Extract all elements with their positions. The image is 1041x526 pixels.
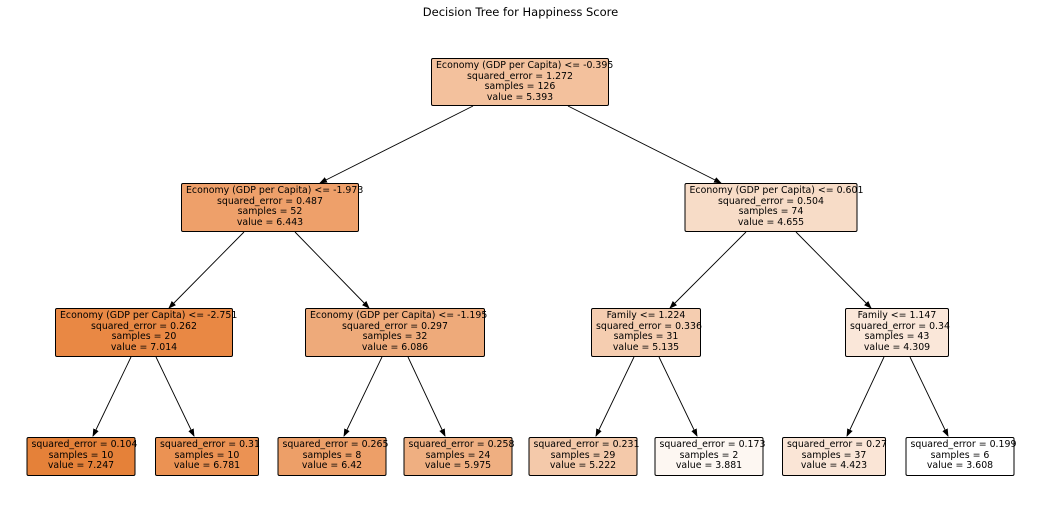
node-value-label: value = 6.781 xyxy=(173,460,241,472)
tree-leaf: squared_error = 0.231 samples = 29 value… xyxy=(528,437,640,476)
node-value-label: value = 5.222 xyxy=(549,460,617,472)
node-samples-label: samples = 24 xyxy=(425,449,491,461)
node-split-label: Economy (GDP per Capita) <= -2.751 xyxy=(60,310,238,321)
node-split-label: Economy (GDP per Capita) <= -1.195 xyxy=(310,310,488,321)
tree-leaf: squared_error = 0.199 samples = 6 value … xyxy=(905,437,1017,476)
tree-leaf: squared_error = 0.258 samples = 24 value… xyxy=(403,437,515,476)
node-samples-label: samples = 20 xyxy=(111,331,177,343)
node-split-label: Economy (GDP per Capita) <= -0.395 xyxy=(436,60,614,71)
node-split-label: Economy (GDP per Capita) <= -1.973 xyxy=(186,185,364,196)
tree-leaf: squared_error = 0.104 samples = 10 value… xyxy=(26,437,138,476)
tree-node: Economy (GDP per Capita) <= -2.751 squar… xyxy=(55,308,238,357)
node-value-label: value = 4.655 xyxy=(737,216,805,228)
edge-n3-n8 xyxy=(155,356,195,437)
node-error-label: squared_error = 0.199 xyxy=(910,439,1017,450)
edge-n0-n1 xyxy=(319,105,474,184)
node-samples-label: samples = 32 xyxy=(362,331,428,343)
node-split-label: Family <= 1.147 xyxy=(857,310,937,321)
node-error-label: squared_error = 0.297 xyxy=(342,320,448,332)
node-error-label: squared_error = 0.265 xyxy=(282,439,389,450)
node-error-label: squared_error = 0.104 xyxy=(31,439,138,450)
edge-n1-n3 xyxy=(168,231,245,309)
node-value-label: value = 6.443 xyxy=(236,216,304,228)
node-samples-label: samples = 10 xyxy=(174,449,240,461)
edge-n2-n6 xyxy=(795,231,872,309)
node-samples-label: samples = 37 xyxy=(801,449,867,461)
tree-node: Family <= 1.147 squared_error = 0.34 sam… xyxy=(845,308,950,357)
edge-n6-n13 xyxy=(846,356,885,437)
node-value-label: value = 6.42 xyxy=(301,460,363,472)
edge-n0-n2 xyxy=(567,105,722,184)
node-samples-label: samples = 29 xyxy=(550,449,616,461)
tree-node: Economy (GDP per Capita) <= 0.601 square… xyxy=(684,183,864,232)
tree-node: Economy (GDP per Capita) <= -1.195 squar… xyxy=(305,308,488,357)
edge-n4-n10 xyxy=(407,356,446,437)
node-value-label: value = 3.881 xyxy=(675,460,743,472)
node-error-label: squared_error = 0.487 xyxy=(217,195,323,207)
node-error-label: squared_error = 0.27 xyxy=(787,439,887,450)
node-samples-label: samples = 126 xyxy=(484,81,556,93)
tree-leaf: squared_error = 0.27 samples = 37 value … xyxy=(782,437,887,476)
node-error-label: squared_error = 0.231 xyxy=(533,439,640,450)
edge-n4-n9 xyxy=(343,356,383,437)
node-samples-label: samples = 52 xyxy=(237,206,303,218)
node-split-label: Family <= 1.224 xyxy=(606,310,686,321)
node-value-label: value = 7.247 xyxy=(47,460,115,472)
node-samples-label: samples = 10 xyxy=(48,449,114,461)
node-error-label: squared_error = 0.34 xyxy=(850,320,950,332)
node-error-label: squared_error = 0.258 xyxy=(408,439,515,450)
node-value-label: value = 5.975 xyxy=(424,460,492,472)
node-value-label: value = 7.014 xyxy=(110,341,178,353)
tree-leaf: squared_error = 0.265 samples = 8 value … xyxy=(277,437,389,476)
node-error-label: squared_error = 0.504 xyxy=(718,195,824,207)
node-samples-label: samples = 43 xyxy=(864,331,930,343)
node-error-label: squared_error = 1.272 xyxy=(467,70,573,82)
tree-node-root: Economy (GDP per Capita) <= -0.395 squar… xyxy=(431,58,614,106)
node-split-label: Economy (GDP per Capita) <= 0.601 xyxy=(689,185,864,196)
node-samples-label: samples = 31 xyxy=(613,331,679,343)
node-samples-label: samples = 2 xyxy=(679,449,739,461)
node-value-label: value = 3.608 xyxy=(926,460,994,472)
node-value-label: value = 5.135 xyxy=(612,341,680,353)
tree-node: Family <= 1.224 squared_error = 0.336 sa… xyxy=(591,308,702,357)
tree-leaf: squared_error = 0.173 samples = 2 value … xyxy=(654,437,766,476)
node-value-label: value = 4.309 xyxy=(863,341,931,353)
node-samples-label: samples = 6 xyxy=(930,449,990,461)
node-error-label: squared_error = 0.336 xyxy=(596,320,702,332)
tree-node: Economy (GDP per Capita) <= -1.973 squar… xyxy=(181,183,364,232)
diagram-title: Decision Tree for Happiness Score xyxy=(422,5,619,19)
node-value-label: value = 5.393 xyxy=(486,91,554,103)
node-samples-label: samples = 8 xyxy=(302,449,362,461)
edge-n5-n11 xyxy=(595,356,635,437)
edge-n2-n5 xyxy=(669,231,747,309)
node-error-label: squared_error = 0.173 xyxy=(659,439,766,450)
node-error-label: squared_error = 0.262 xyxy=(91,320,197,332)
node-error-label: squared_error = 0.31 xyxy=(160,439,260,450)
edge-n5-n12 xyxy=(658,356,698,437)
edge-n3-n7 xyxy=(92,356,132,437)
node-samples-label: samples = 74 xyxy=(738,206,804,218)
edge-n1-n4 xyxy=(294,231,370,309)
node-value-label: value = 4.423 xyxy=(800,460,868,472)
edge-n6-n14 xyxy=(909,356,949,437)
node-value-label: value = 6.086 xyxy=(361,341,429,353)
tree-leaf: squared_error = 0.31 samples = 10 value … xyxy=(155,437,260,476)
